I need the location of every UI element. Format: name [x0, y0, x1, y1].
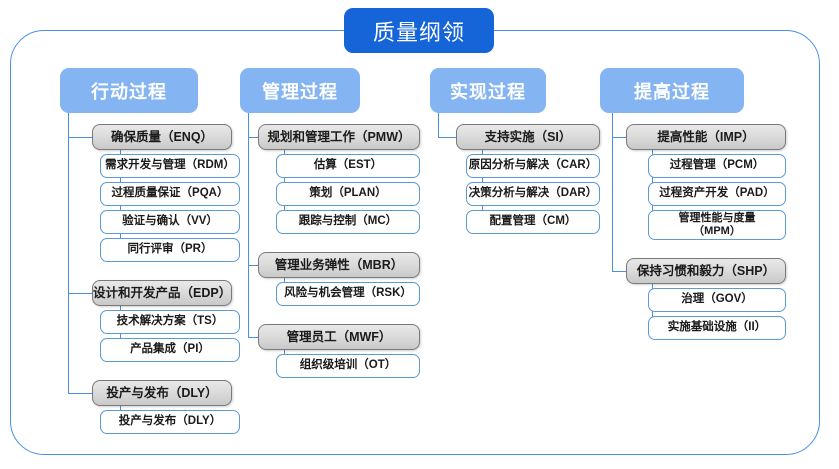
- diagram-title: 质量纲领: [344, 8, 494, 53]
- leaf-box-improve-1-0[interactable]: 治理（GOV）: [648, 288, 786, 312]
- category-header-implement[interactable]: 实现过程: [430, 68, 546, 113]
- leaf-box-action-0-3[interactable]: 同行评审（PR）: [100, 238, 240, 262]
- connector-trunk-stub: [438, 137, 456, 139]
- leaf-box-implement-0-1[interactable]: 决策分析与解决（DAR）: [466, 182, 600, 206]
- leaf-box-action-1-1[interactable]: 产品集成（PI）: [100, 338, 240, 362]
- category-header-manage[interactable]: 管理过程: [240, 68, 360, 113]
- leaf-box-action-1-0[interactable]: 技术解决方案（TS）: [100, 310, 240, 334]
- leaf-box-implement-0-0[interactable]: 原因分析与解决（CAR）: [466, 154, 600, 178]
- group-box-implement-0[interactable]: 支持实施（SI）: [456, 124, 600, 150]
- connector-trunk-stub: [248, 265, 258, 267]
- connector-trunk-stub: [248, 337, 258, 339]
- connector-trunk-stub: [612, 271, 626, 273]
- leaf-box-improve-1-1[interactable]: 实施基础设施（II）: [648, 316, 786, 340]
- group-box-manage-2[interactable]: 管理员工（MWF）: [258, 324, 420, 350]
- leaf-box-implement-0-2[interactable]: 配置管理（CM）: [466, 210, 600, 234]
- group-box-manage-0[interactable]: 规划和管理工作（PMW）: [258, 124, 420, 150]
- connector-column-trunk: [248, 113, 250, 337]
- leaf-box-manage-0-0[interactable]: 估算（EST）: [276, 154, 420, 178]
- connector-trunk-stub: [248, 137, 258, 139]
- leaf-box-manage-0-2[interactable]: 跟踪与控制（MC）: [276, 210, 420, 234]
- category-header-improve[interactable]: 提高过程: [600, 68, 744, 113]
- leaf-box-action-2-0[interactable]: 投产与发布（DLY）: [100, 410, 240, 434]
- group-box-action-2[interactable]: 投产与发布（DLY）: [92, 380, 232, 406]
- leaf-box-improve-0-0[interactable]: 过程管理（PCM）: [648, 154, 786, 178]
- connector-trunk-stub: [68, 293, 92, 295]
- group-box-action-0[interactable]: 确保质量（ENQ）: [92, 124, 232, 150]
- connector-trunk-stub: [68, 393, 92, 395]
- leaf-box-action-0-0[interactable]: 需求开发与管理（RDM）: [100, 154, 240, 178]
- leaf-box-manage-1-0[interactable]: 风险与机会管理（RSK）: [276, 282, 420, 306]
- connector-trunk-stub: [68, 137, 92, 139]
- leaf-box-improve-0-1[interactable]: 过程资产开发（PAD）: [648, 182, 786, 206]
- category-header-action[interactable]: 行动过程: [60, 68, 198, 113]
- connector-column-trunk: [612, 113, 614, 271]
- group-box-manage-1[interactable]: 管理业务弹性（MBR）: [258, 252, 420, 278]
- group-box-improve-0[interactable]: 提高性能（IMP）: [626, 124, 786, 150]
- connector-trunk-stub: [612, 137, 626, 139]
- group-box-improve-1[interactable]: 保持习惯和毅力（SHP）: [626, 258, 786, 284]
- connector-column-trunk: [438, 113, 440, 137]
- leaf-box-manage-0-1[interactable]: 策划（PLAN）: [276, 182, 420, 206]
- connector-column-trunk: [68, 113, 70, 393]
- group-box-action-1[interactable]: 设计和开发产品（EDP）: [92, 280, 232, 306]
- leaf-box-action-0-1[interactable]: 过程质量保证（PQA）: [100, 182, 240, 206]
- leaf-box-action-0-2[interactable]: 验证与确认（VV）: [100, 210, 240, 234]
- leaf-box-improve-0-2[interactable]: 管理性能与度量（MPM）: [648, 210, 786, 240]
- leaf-box-manage-2-0[interactable]: 组织级培训（OT）: [276, 354, 420, 378]
